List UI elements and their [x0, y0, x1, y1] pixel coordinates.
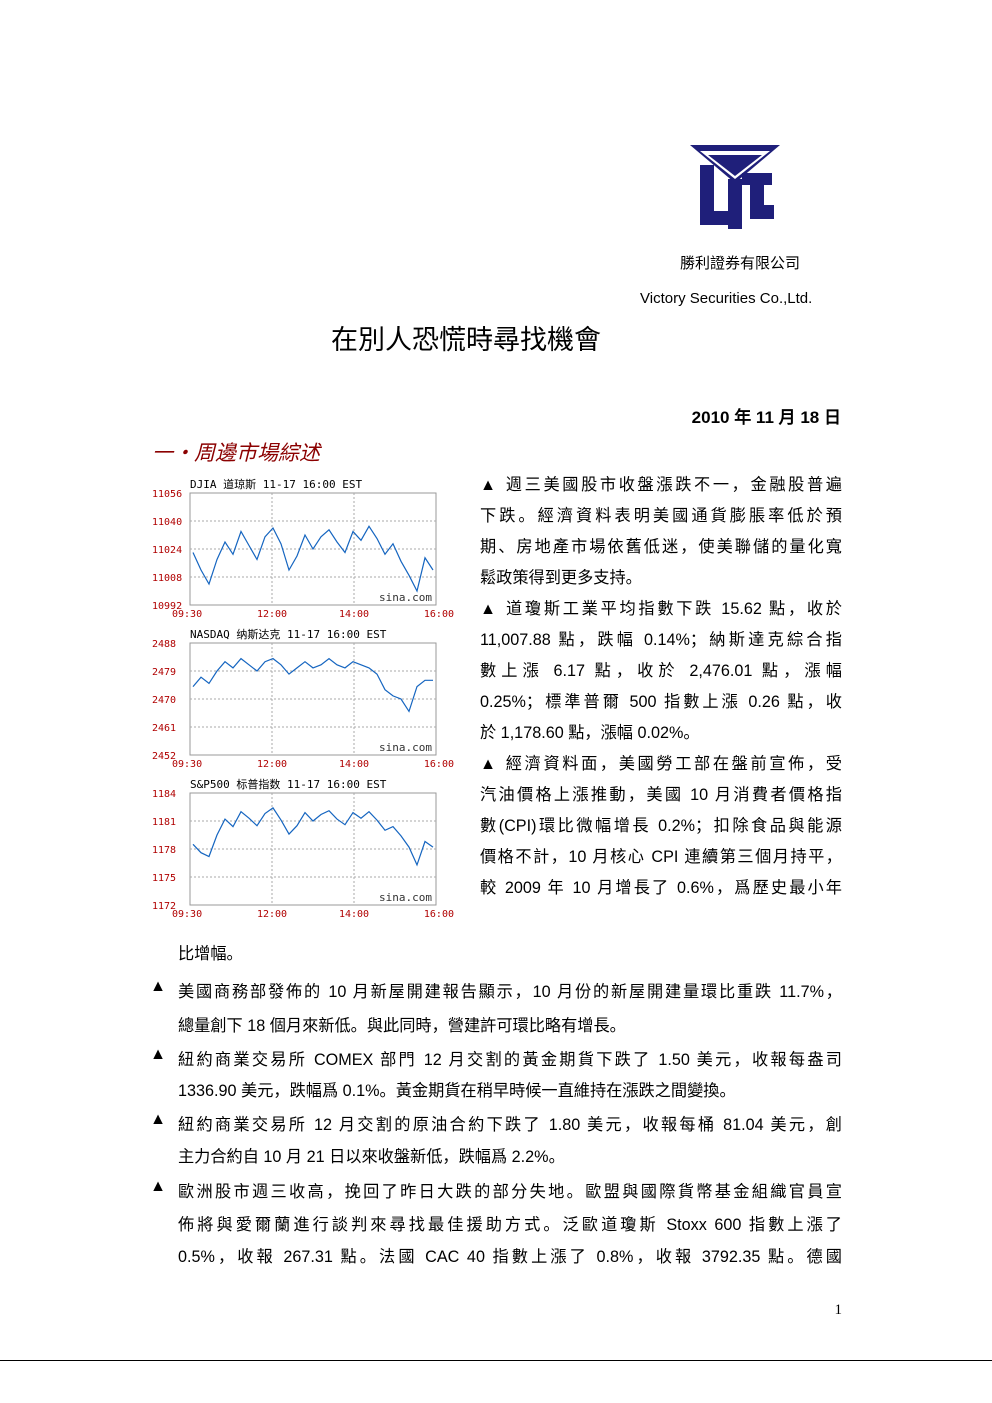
x-tick-label: 09:30 — [172, 909, 202, 920]
intro-continuation: 比增幅。 — [178, 945, 243, 963]
y-tick-label: 2488 — [152, 639, 176, 650]
y-tick-label: 1184 — [152, 789, 176, 800]
bullet-line: 主力合約自 10 月 21 日以來收盤新低，跌幅爲 2.2%。 — [178, 1148, 565, 1166]
intro-line: 鬆政策得到更多支持。 — [480, 569, 642, 587]
bullet-line: 佈將與愛爾蘭進行談判來尋找最佳援助方式。泛歐道瓊斯 Stoxx 600 指數上漲… — [178, 1216, 842, 1234]
intro-line: 期、房地產市場依舊低迷，使美聯儲的量化寬 — [480, 538, 842, 556]
bullet-line: 紐約商業交易所 12 月交割的原油合約下跌了 1.80 美元，收報每桶 81.0… — [178, 1116, 842, 1134]
x-tick-label: 14:00 — [339, 759, 369, 770]
intro-line: 於 1,178.60 點，漲幅 0.02%。 — [480, 724, 700, 742]
series-line — [192, 807, 434, 867]
intro-line: ▲ 道瓊斯工業平均指數下跌 15.62 點，收於 — [480, 600, 842, 618]
series-line — [192, 657, 433, 713]
intro-line: 價格不計，10 月核心 CPI 連續第三個月持平， — [480, 848, 842, 866]
y-tick-label: 11008 — [152, 573, 182, 584]
intro-line: 數上漲 6.17 點，收於 2,476.01 點，漲幅 — [480, 662, 842, 680]
y-tick-label: 11040 — [152, 517, 182, 528]
intro-line: 0.25%；標準普爾 500 指數上漲 0.26 點，收 — [480, 693, 842, 711]
y-tick-label: 2470 — [152, 695, 176, 706]
intro-line: ▲ 週三美國股市收盤漲跌不一，金融股普遍 — [480, 476, 842, 494]
y-tick-label: 11024 — [152, 545, 182, 556]
intro-line: 汽油價格上漲推動，美國 10 月消費者價格指 — [480, 786, 842, 804]
intro-line: 數(CPI)環比微幅增長 0.2%；扣除食品與能源 — [480, 817, 842, 835]
x-tick-label: 16:00 — [424, 609, 454, 620]
intro-line: 下跌。經濟資料表明美國通貨膨脹率低於預 — [480, 507, 842, 525]
y-tick-label: 1175 — [152, 873, 176, 884]
y-tick-label: 1172 — [152, 901, 176, 912]
bullet-line: 總量創下 18 個月來新低。與此同時，營建許可環比略有增長。 — [178, 1017, 626, 1035]
bullet-line: 0.5%，收報 267.31 點。法國 CAC 40 指數上漲了 0.8%，收報… — [178, 1248, 842, 1266]
x-tick-label: 09:30 — [172, 759, 202, 770]
company-name-cn: 勝利證券有限公司 — [680, 255, 801, 272]
y-tick-label: 10992 — [152, 601, 182, 612]
report-title: 在別人恐慌時尋找機會 — [331, 325, 601, 355]
x-tick-label: 14:00 — [339, 609, 369, 620]
bullet-line: 1336.90 美元，跌幅爲 0.1%。黃金期貨在稍早時候一直維持在漲跌之間變換… — [178, 1082, 736, 1100]
bullet-marker: ▲ — [150, 1177, 167, 1195]
chart-watermark: sina.com — [379, 591, 432, 604]
report-date: 2010 年 11 月 18 日 — [691, 408, 841, 427]
bullet-line: 紐約商業交易所 COMEX 部門 12 月交割的黃金期貨下跌了 1.50 美元，… — [178, 1051, 842, 1069]
x-tick-label: 12:00 — [257, 609, 287, 620]
y-tick-label: 1178 — [152, 845, 176, 856]
footer-divider — [0, 1360, 992, 1361]
section-heading: 一・周邊市場綜述 — [152, 442, 320, 465]
chart-watermark: sina.com — [379, 741, 432, 754]
page-number: 1 — [834, 1302, 843, 1318]
bullet-line: 美國商務部發佈的 10 月新屋開建報告顯示，10 月份的新屋開建量環比重跌 11… — [178, 983, 842, 1001]
company-name-en: Victory Securities Co.,Ltd. — [640, 290, 813, 307]
y-tick-label: 11056 — [152, 489, 182, 500]
chart-title: NASDAQ 纳斯达克 11-17 16:00 EST — [190, 628, 387, 641]
x-tick-label: 12:00 — [257, 759, 287, 770]
series-line — [192, 525, 434, 593]
chart-title: DJIA 道琼斯 11-17 16:00 EST — [190, 477, 362, 491]
x-tick-label: 14:00 — [339, 909, 369, 920]
x-tick-label: 12:00 — [257, 909, 287, 920]
intro-paragraph: ▲ 週三美國股市收盤漲跌不一，金融股普遍 下跌。經濟資料表明美國通貨膨脹率低於預… — [480, 470, 842, 904]
market-charts: DJIA 道琼斯 11-17 16:00 EST 11056 11040 11024 1… — [152, 477, 454, 920]
chart-title: S&P500 标普指数 11-17 16:00 EST — [190, 777, 387, 791]
bullet-line: 歐洲股市週三收高，挽回了昨日大跌的部分失地。歐盟與國際貨幣基金組織官員宣 — [178, 1183, 842, 1201]
intro-line: ▲ 經濟資料面，美國勞工部在盤前宣佈，受 — [480, 755, 842, 773]
bullet-marker: ▲ — [150, 1045, 167, 1063]
y-tick-label: 2461 — [152, 723, 176, 734]
chart-watermark: sina.com — [379, 891, 432, 904]
intro-line: 較 2009 年 10 月增長了 0.6%，爲歷史最小年 — [480, 879, 842, 897]
y-tick-label: 2479 — [152, 667, 176, 678]
bullet-marker: ▲ — [150, 1110, 167, 1128]
x-tick-label: 16:00 — [424, 909, 454, 920]
y-tick-label: 1181 — [152, 817, 176, 828]
y-tick-label: 2452 — [152, 751, 176, 762]
x-tick-label: 09:30 — [172, 609, 202, 620]
company-logo — [690, 145, 780, 229]
bullet-marker: ▲ — [150, 977, 167, 995]
x-tick-label: 16:00 — [424, 759, 454, 770]
intro-line: 11,007.88 點，跌幅 0.14%；納斯達克綜合指 — [480, 631, 842, 649]
